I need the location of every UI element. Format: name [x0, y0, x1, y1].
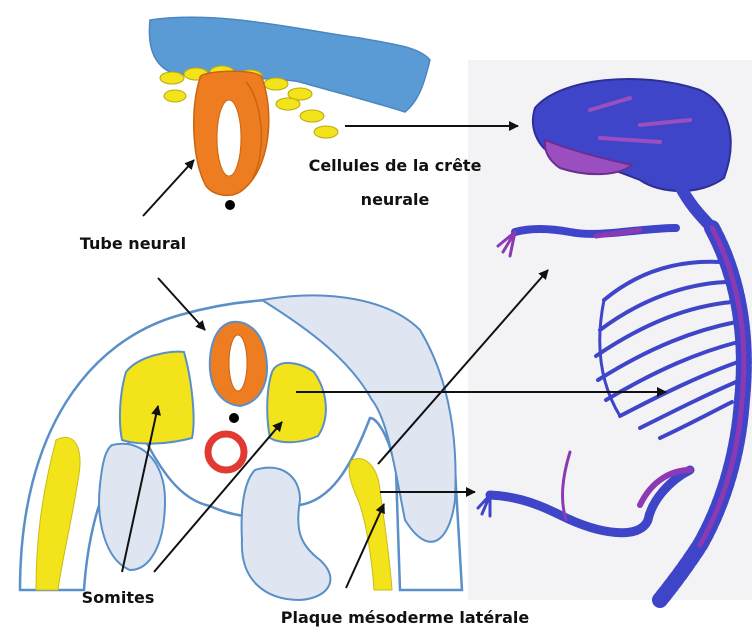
neural-tube-lumen-top: [217, 100, 241, 176]
somites-label: Somites: [58, 586, 178, 610]
notochord-dot-bottom: [229, 413, 239, 423]
neural-crest-label-line1: Cellules de la crête: [282, 154, 508, 178]
lateral-plate-right: [349, 459, 392, 590]
neural-tube-label: Tube neural: [58, 232, 208, 256]
stained-skeleton-image: [468, 60, 752, 600]
neural-tube-lumen-bottom: [229, 335, 247, 391]
arrow-label-to-top-tube: [143, 160, 194, 216]
gut-left: [99, 444, 165, 570]
embryo-cross-section: [20, 295, 462, 600]
neural-crest-section: [149, 17, 430, 210]
notochord-dot-top: [225, 200, 235, 210]
lateral-plate-label: Plaque mésoderme latérale: [240, 606, 570, 630]
dorsal-aorta-ring: [208, 434, 244, 470]
neural-crest-label-line2: neurale: [282, 188, 508, 212]
